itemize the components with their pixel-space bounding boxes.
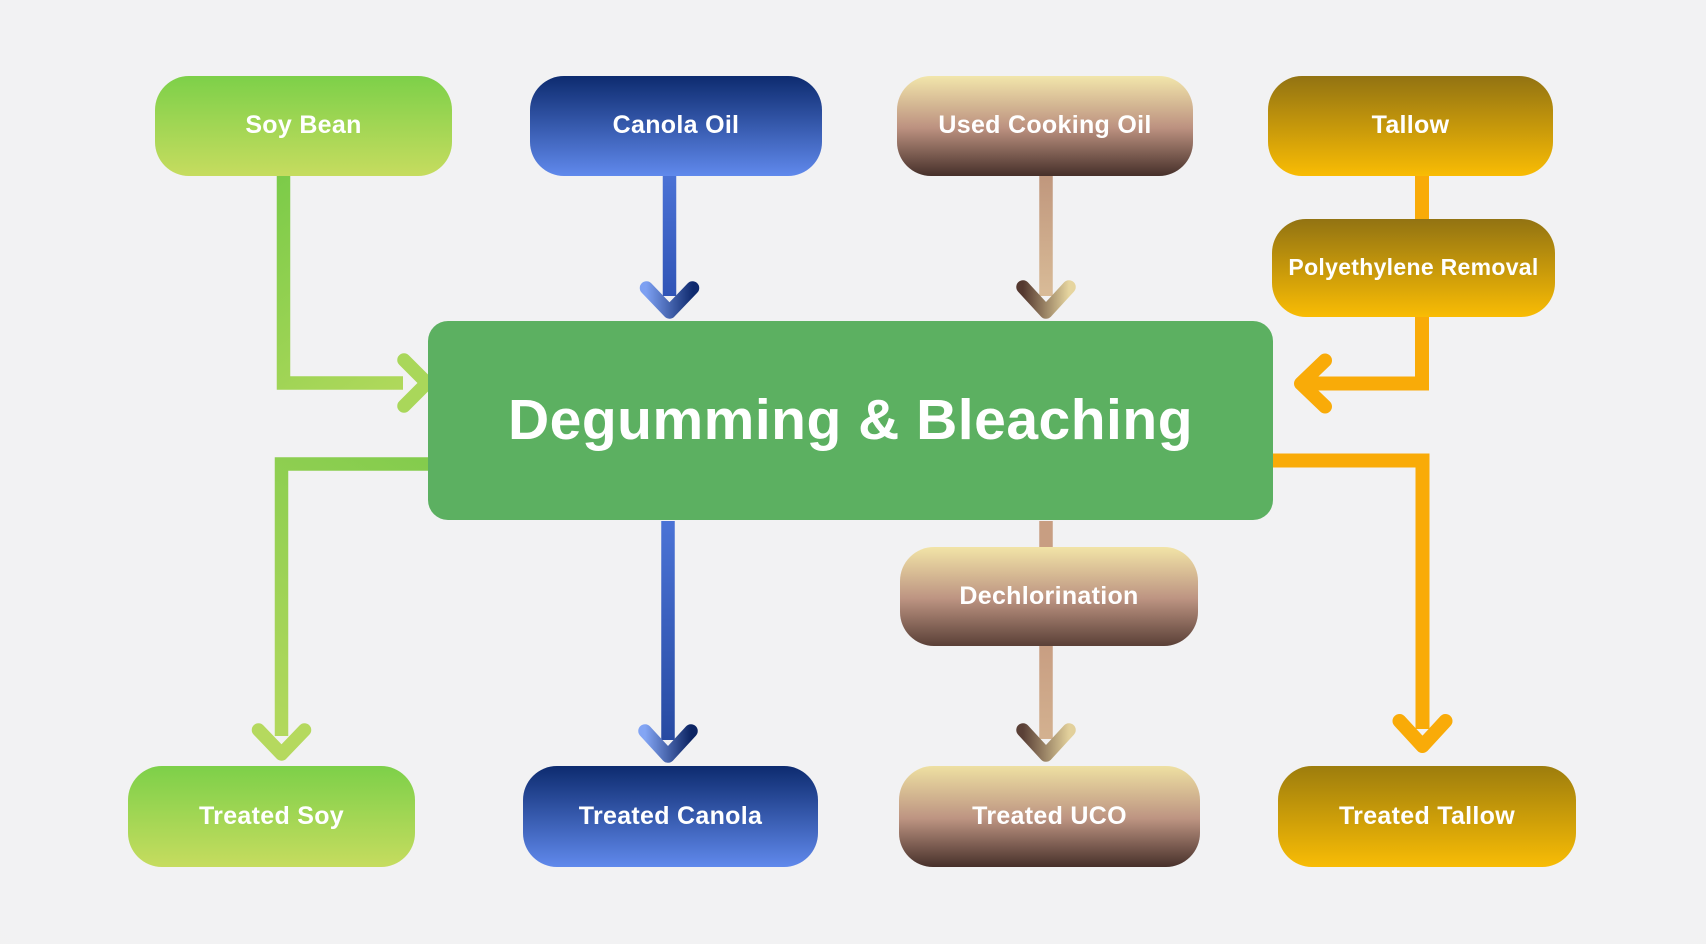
process-title: Degumming & Bleaching	[507, 388, 1194, 453]
edge-process-to-treated-tallow	[1273, 453, 1453, 753]
node-label: Treated Canola	[578, 801, 763, 830]
node-treated-canola: Treated Canola	[523, 766, 818, 867]
node-label: Soy Bean	[245, 111, 362, 140]
node-degumming-bleaching: Degumming & Bleaching	[428, 321, 1273, 520]
node-label: Treated Tallow	[1338, 801, 1515, 830]
node-tallow: Tallow	[1268, 76, 1553, 176]
edge-canola-to-process	[639, 176, 700, 319]
arrowhead-down-icon	[1016, 280, 1076, 319]
node-dechlorination: Dechlorination	[900, 547, 1198, 646]
node-label: Treated UCO	[972, 801, 1127, 830]
node-label: Dechlorination	[959, 581, 1139, 610]
edge-soy-to-process	[276, 176, 434, 413]
node-polyethylene-removal: Polyethylene Removal	[1272, 219, 1555, 317]
arrowhead-down-icon	[1392, 714, 1453, 753]
edge-process-to-treated-canola	[638, 521, 698, 763]
edge-uco-to-process	[1016, 176, 1076, 319]
node-treated-uco: Treated UCO	[899, 766, 1200, 867]
node-label: Tallow	[1371, 111, 1450, 140]
arrowhead-down-icon	[639, 281, 700, 319]
node-label: Treated Soy	[198, 801, 345, 830]
arrowhead-down-icon	[251, 723, 312, 761]
node-used-cooking-oil: Used Cooking Oil	[897, 76, 1193, 176]
edge-poly-to-process	[1294, 316, 1429, 414]
node-label: Used Cooking Oil	[938, 111, 1152, 140]
edge-process-to-treated-soy	[251, 457, 428, 761]
node-treated-soy: Treated Soy	[128, 766, 415, 867]
arrowhead-right-icon	[397, 353, 434, 413]
node-canola-oil: Canola Oil	[530, 76, 822, 176]
arrowhead-down-icon	[638, 724, 698, 763]
arrowhead-left-icon	[1294, 353, 1332, 414]
edge-dechlorination-to-treated-uco	[1016, 646, 1076, 762]
node-label: Polyethylene Removal	[1288, 254, 1539, 281]
node-treated-tallow: Treated Tallow	[1278, 766, 1576, 867]
arrowhead-down-icon	[1016, 723, 1076, 762]
node-soy-bean: Soy Bean	[155, 76, 452, 176]
node-label: Canola Oil	[612, 111, 740, 140]
